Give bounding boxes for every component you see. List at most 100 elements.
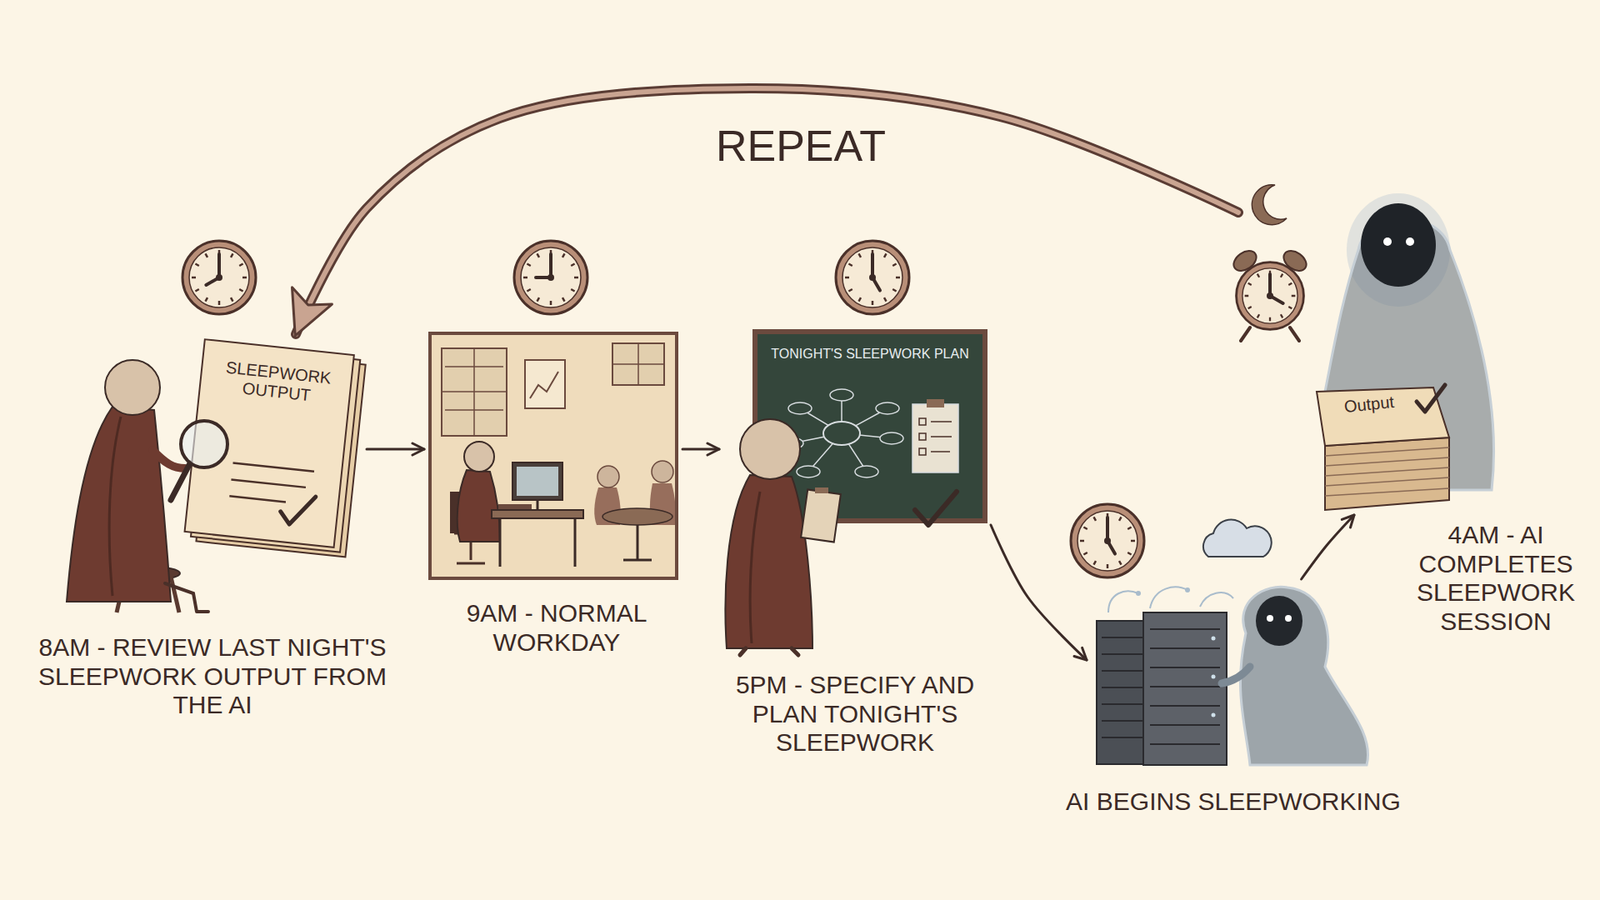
ai-ghost [1240, 586, 1369, 765]
workday-picture [516, 466, 559, 496]
stage-caption: 5PM - SPECIFY AND PLAN TONIGHT'S SLEEPWO… [713, 670, 997, 758]
clock-icon [535, 254, 551, 278]
workday-frame: 9AM - NORMAL WORKDAY [428, 331, 679, 580]
blackboard [830, 389, 854, 401]
workday-picture [623, 525, 652, 560]
server-racks [1185, 587, 1190, 593]
server-racks [1096, 586, 1234, 765]
server-racks [1135, 590, 1141, 596]
clock-icon [182, 240, 256, 315]
ai-ghost [1255, 595, 1303, 646]
planner-figure [725, 419, 840, 655]
cloud-icon [1203, 520, 1272, 557]
flow-arrow [1301, 515, 1355, 580]
workday-picture [441, 348, 507, 436]
alarm-clock [1230, 246, 1310, 341]
paper-title: SLEEPWORK OUTPUT [211, 356, 344, 409]
reviewer-figure [152, 450, 185, 469]
clock-icon [869, 274, 876, 281]
magnifying-glass [170, 420, 228, 500]
cloud-icon [1203, 520, 1272, 557]
blackboard [823, 421, 860, 445]
ai-ghost [1221, 586, 1369, 765]
server-racks [1150, 629, 1220, 745]
blackboard [912, 404, 959, 473]
flow-arrow [682, 449, 720, 450]
stage-caption: 8AM - REVIEW LAST NIGHT'S SLEEPWORK OUTP… [25, 633, 400, 720]
clock-icon [1070, 504, 1145, 578]
workday-picture [530, 371, 559, 399]
workday-picture [500, 518, 575, 567]
stage-caption-block: 9AM - NORMAL WORKDAY [423, 599, 690, 657]
workday-picture [441, 348, 507, 436]
flow-arrow-line [682, 448, 720, 451]
repeat-arrow-line [295, 88, 1239, 335]
reviewer-figure [109, 416, 121, 596]
workday-picture [498, 504, 532, 510]
stage-area: 4AM - AI COMPLETES SLEEPWORK SESSION [1241, 187, 1500, 510]
workday-picture [651, 460, 674, 483]
stage-caption-block: AI BEGINS SLEEPWORKING [1041, 787, 1425, 817]
blackboard [788, 402, 812, 415]
stage-area: 5PM - SPECIFY AND PLAN TONIGHT'S SLEEPWO… [723, 331, 988, 655]
ai-ghost [1360, 203, 1436, 287]
output-papers [229, 463, 315, 505]
workday-picture [612, 343, 665, 385]
output-stack [1325, 447, 1450, 496]
stage-caption-block: 4AM - AI COMPLETES SLEEPWORK SESSION [1408, 520, 1584, 636]
alarm-clock [1266, 292, 1274, 300]
planner-figure [725, 475, 813, 649]
clock-icon [835, 240, 910, 315]
workday-picture [457, 470, 500, 542]
stage-caption-block: 8AM - REVIEW LAST NIGHT'S SLEEPWORK OUTP… [25, 633, 400, 720]
planner-figure [740, 648, 799, 655]
workday-picture [536, 500, 540, 510]
blackboard [926, 399, 945, 408]
stack-label: Output [1329, 390, 1410, 419]
blackboard [875, 402, 900, 415]
clock-icon [835, 240, 910, 315]
output-papers [279, 493, 316, 527]
server-racks [1108, 586, 1234, 613]
clock-icon [215, 274, 223, 281]
alarm-clock [1270, 274, 1284, 304]
moon-icon [1251, 185, 1287, 225]
server-racks [1211, 713, 1216, 718]
magnifying-glass [180, 420, 228, 468]
edge-label: REPEAT [692, 121, 910, 172]
blackboard [915, 491, 957, 525]
clock-icon [1070, 504, 1145, 578]
planner-figure [815, 487, 829, 494]
reviewer-figure [66, 360, 209, 613]
stage-area: AI BEGINS SLEEPWORKING [1091, 583, 1375, 771]
clock-icon [872, 254, 880, 291]
clock-icon [1104, 537, 1111, 545]
flow-arrow-line [366, 448, 425, 451]
stage-caption-block: 5PM - SPECIFY AND PLAN TONIGHT'S SLEEPWO… [713, 670, 997, 758]
clock-icon [182, 240, 256, 315]
server-racks [1211, 675, 1216, 680]
flow-arrow [990, 525, 1087, 660]
workday-picture [525, 360, 565, 409]
planner-figure [750, 491, 760, 644]
repeat-arrow-outline [295, 88, 1239, 335]
workday-picture [428, 331, 679, 580]
output-stack [1316, 385, 1450, 510]
server-racks [1143, 612, 1227, 765]
clock-icon [205, 254, 220, 285]
workday-picture [428, 331, 679, 580]
ai-ghost [1221, 666, 1250, 684]
reviewer-figure [105, 360, 160, 415]
output-stack [1416, 385, 1445, 412]
output-stack [1325, 437, 1450, 510]
server-racks [1211, 636, 1216, 641]
ai-ghost [1285, 615, 1292, 622]
blackboard [880, 432, 904, 445]
flow-arrow-line [1301, 515, 1355, 580]
flow-arrow [366, 449, 425, 450]
workday-picture [512, 462, 563, 500]
ai-ghost [1266, 615, 1274, 622]
planner-figure [800, 489, 841, 542]
